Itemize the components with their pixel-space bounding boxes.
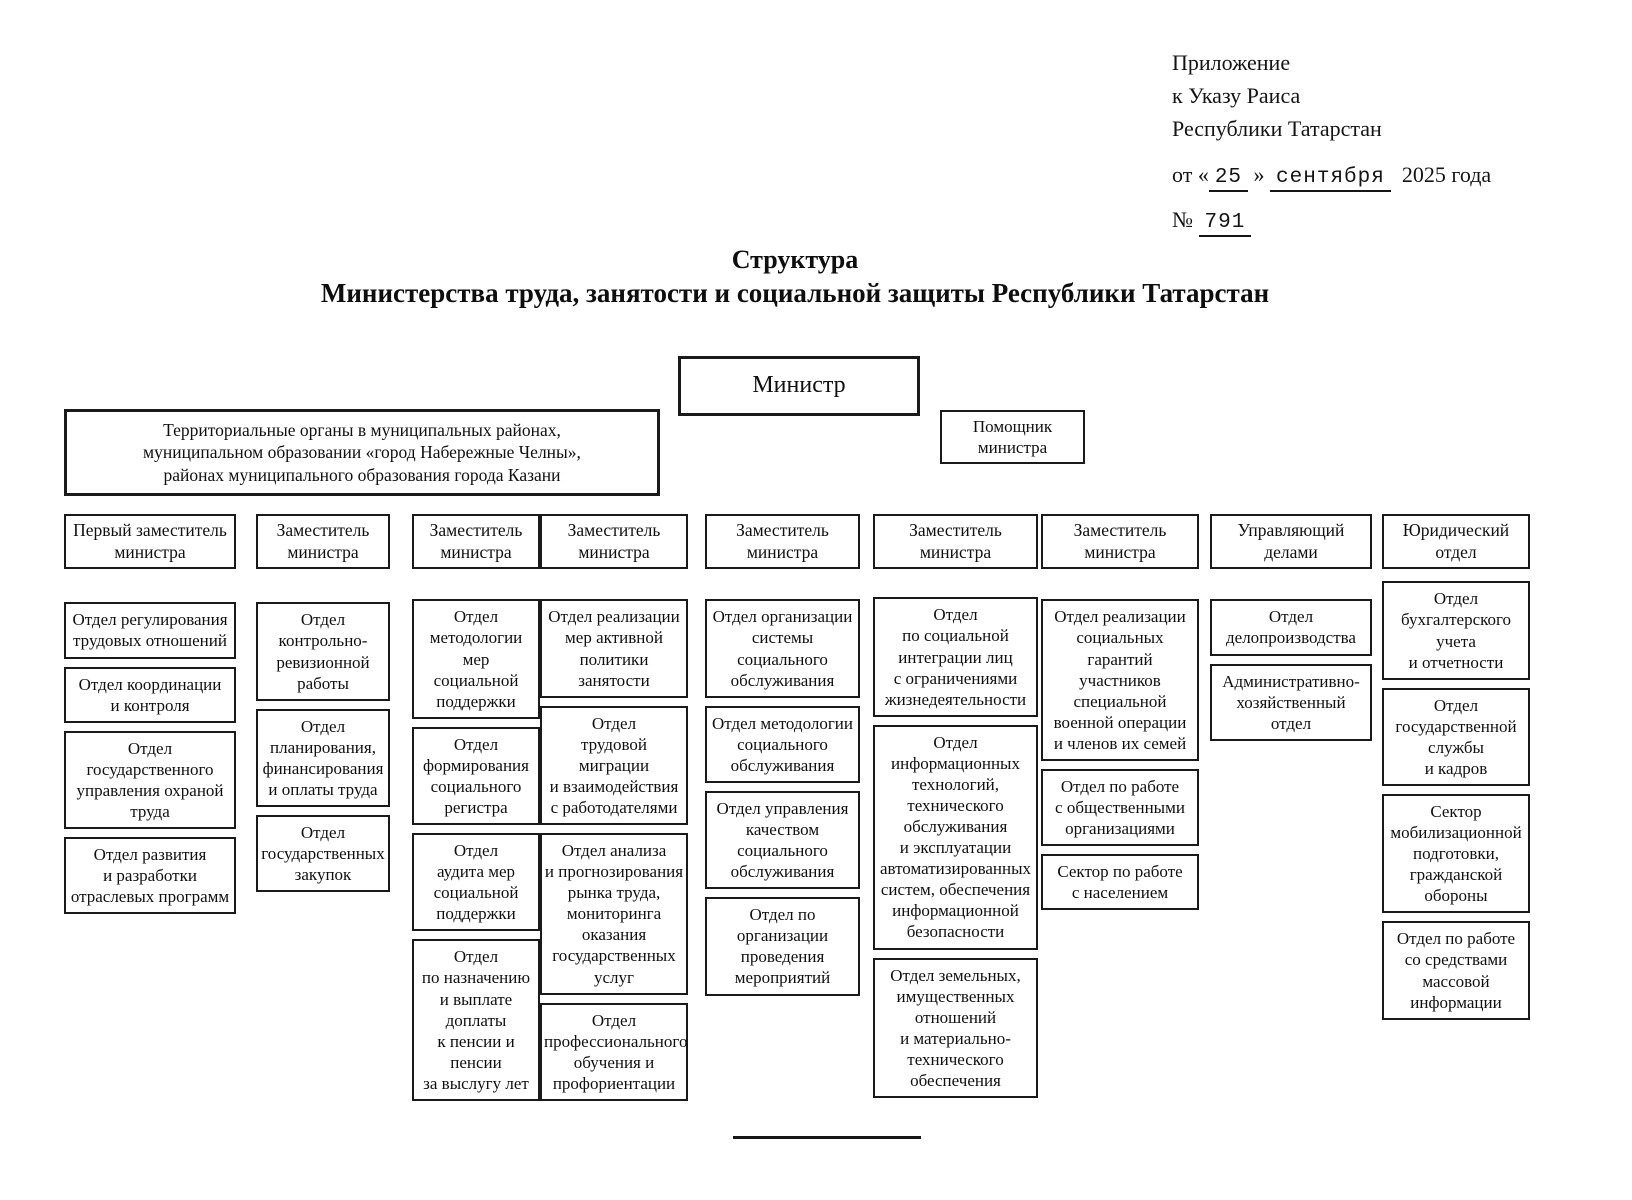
org-box: Отдел формирования социального регистра: [412, 726, 540, 826]
territorial-organs-box: Территориальные органы в муниципальных р…: [64, 409, 660, 497]
org-box: Отдел по социальной интеграции лиц с огр…: [873, 597, 1038, 717]
org-box: Отдел государственного управления охрано…: [64, 730, 236, 829]
org-box: Административно- хозяйственный отдел: [1210, 663, 1372, 741]
org-box: Отдел организации системы социального об…: [705, 599, 860, 698]
minister-box: Министр: [678, 356, 920, 416]
decree-annotation: Приложение к Указу Раиса Республики Тата…: [1172, 46, 1592, 243]
annotation-line: Республики Татарстан: [1172, 116, 1382, 141]
org-column-header: Заместитель министра: [1041, 514, 1199, 570]
org-box: Отдел планирования, финансирования и опл…: [256, 708, 390, 807]
annotation-line: к Указу Раиса: [1172, 83, 1301, 108]
org-box: Отдел аудита мер социальной поддержки: [412, 833, 540, 932]
org-box: Отдел по работе со средствами массовой и…: [1382, 921, 1530, 1020]
org-box: Отдел профессионального обучения и профо…: [540, 1002, 688, 1101]
chart-title-line1: Структура: [731, 245, 859, 274]
org-box: Отдел земельных, имущественных отношений…: [873, 957, 1038, 1099]
org-box: Отдел развития и разработки отраслевых п…: [64, 837, 236, 915]
org-box: Отдел реализации мер активной политики з…: [540, 599, 688, 698]
chart-title-line2: Министерства труда, занятости и социальн…: [320, 278, 1270, 308]
number-sign: №: [1172, 207, 1193, 232]
org-box: Отдел координации и контроля: [64, 666, 236, 723]
org-box: Отдел контрольно- ревизионной работы: [256, 602, 390, 701]
org-column-stack: Отдел по социальной интеграции лиц с огр…: [873, 597, 1038, 1099]
org-box: Сектор по работе с населением: [1041, 854, 1199, 911]
org-column-header: Управляющий делами: [1210, 514, 1372, 570]
org-column-header: Заместитель министра: [873, 514, 1038, 570]
date-month: сентября: [1270, 166, 1391, 192]
org-box: Отдел методологии социального обслуживан…: [705, 705, 860, 783]
org-box: Отдел методологии мер социальной поддерж…: [412, 599, 540, 719]
org-box: Отдел по организации проведения мероприя…: [705, 897, 860, 996]
date-prefix: от «: [1172, 162, 1209, 187]
org-box: Отдел регулирования трудовых отношений: [64, 602, 236, 659]
org-column-header: Первый заместитель министра: [64, 514, 236, 570]
org-box: Отдел бухгалтерского учета и отчетности: [1382, 581, 1530, 680]
chart-title: Структура Министерства труда, занятости …: [0, 244, 1590, 310]
org-box: Отдел государственных закупок: [256, 815, 390, 893]
org-column-stack: Отдел реализации социальных гарантий уча…: [1041, 599, 1199, 911]
date-year: 2025 года: [1401, 162, 1492, 187]
org-column-header: Заместитель министра: [540, 514, 688, 570]
number-value: 791: [1198, 211, 1252, 237]
org-column-stack: Отдел организации системы социального об…: [705, 599, 860, 996]
decree-number-line: № 791: [1172, 200, 1592, 243]
annotation-line: Приложение: [1172, 50, 1291, 75]
org-box: Отдел реализации социальных гарантий уча…: [1041, 599, 1199, 761]
org-box: Отдел трудовой миграции и взаимодействия…: [540, 705, 688, 826]
org-box: Отдел делопроизводства: [1210, 599, 1372, 656]
org-box: Отдел по назначению и выплате доплаты к …: [412, 939, 540, 1101]
org-column-header: Заместитель министра: [412, 514, 540, 570]
footer-divider-line: [733, 1136, 921, 1139]
org-column-header: Заместитель министра: [705, 514, 860, 570]
org-column-stack: Отдел реализации мер активной политики з…: [540, 599, 688, 1101]
minister-assistant-box: Помощник министра: [940, 410, 1085, 465]
org-box: Отдел по работе с общественными организа…: [1041, 768, 1199, 847]
org-box: Отдел государственной службы и кадров: [1382, 687, 1530, 786]
org-box: Сектор мобилизационной подготовки, гражд…: [1382, 794, 1530, 914]
date-close-quote: »: [1253, 162, 1265, 187]
org-box: Отдел анализа и прогнозирования рынка тр…: [540, 833, 688, 995]
org-column-stack: Отдел методологии мер социальной поддерж…: [412, 599, 540, 1101]
org-column-header: Юридический отдел: [1382, 514, 1530, 570]
org-column-header: Заместитель министра: [256, 514, 390, 570]
org-box: Отдел управления качеством социального о…: [705, 790, 860, 890]
date-day: 25: [1208, 166, 1249, 192]
org-box: Отдел информационных технологий, техниче…: [873, 724, 1038, 950]
decree-date-line: от «25 » сентября 2025 года: [1172, 155, 1592, 198]
